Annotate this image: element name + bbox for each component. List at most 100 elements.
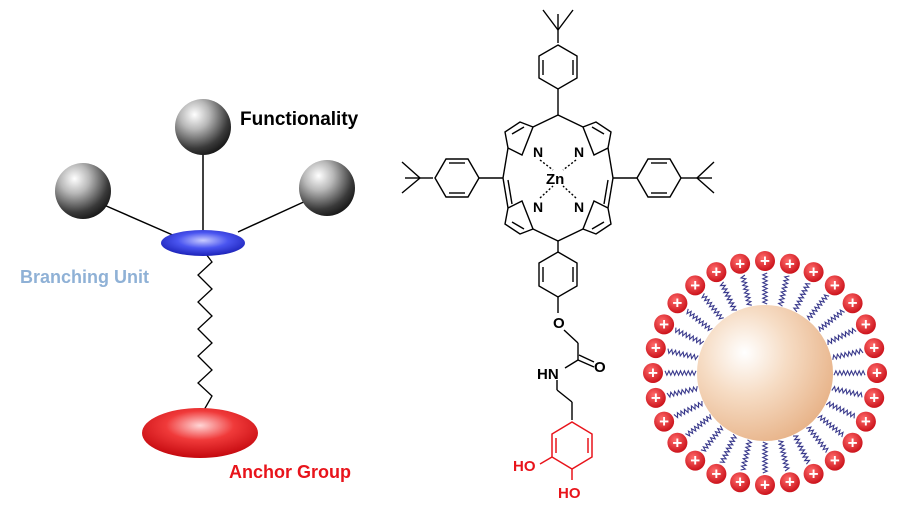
positive-charge-bead bbox=[842, 293, 863, 314]
ligand-chain bbox=[686, 308, 713, 332]
amide-nh-label: HN bbox=[537, 366, 559, 383]
positive-charge-bead bbox=[654, 314, 675, 335]
positive-charge-bead bbox=[779, 472, 800, 493]
ether-oxygen-label: O bbox=[553, 315, 565, 332]
plus-sign-icon: + bbox=[785, 473, 795, 492]
nitrogen-label-1: N bbox=[533, 144, 543, 160]
nitrogen-label-4: N bbox=[574, 199, 584, 215]
positive-charge-bead bbox=[645, 387, 666, 408]
alkyl-spacer bbox=[197, 249, 213, 411]
ligand-chain bbox=[701, 293, 724, 320]
ligand-chain bbox=[806, 294, 830, 321]
positive-charge-bead bbox=[730, 253, 751, 274]
positive-charge-bead bbox=[667, 432, 688, 453]
ligand-chain bbox=[664, 369, 697, 377]
positive-charge-bead bbox=[706, 463, 727, 484]
plus-sign-icon: + bbox=[651, 339, 661, 358]
ligand-chain bbox=[777, 275, 790, 307]
plus-sign-icon: + bbox=[659, 412, 669, 431]
ligand-chain bbox=[806, 426, 829, 453]
plus-sign-icon: + bbox=[711, 464, 721, 483]
functionality-sphere-right bbox=[299, 160, 355, 216]
charge-shell: ++++++++++++++++++++++++++++ bbox=[643, 251, 887, 495]
branching-unit-label: Branching Unit bbox=[20, 267, 149, 287]
ligand-chain bbox=[685, 414, 712, 437]
plus-sign-icon: + bbox=[690, 451, 700, 470]
plus-sign-icon: + bbox=[648, 364, 658, 383]
positive-charge-bead bbox=[864, 387, 885, 408]
nanoparticle-core bbox=[697, 305, 833, 441]
ligand-chain bbox=[827, 327, 857, 346]
atom-labels: N N N N Zn O O HN bbox=[533, 144, 606, 383]
plus-sign-icon: + bbox=[848, 433, 858, 452]
ligand-chain bbox=[777, 440, 791, 472]
plus-sign-icon: + bbox=[869, 339, 879, 358]
ligand-chain bbox=[675, 327, 705, 346]
ligand-chain bbox=[825, 400, 855, 419]
plus-sign-icon: + bbox=[735, 473, 745, 492]
ligand-chain bbox=[832, 347, 864, 361]
ligand-shell bbox=[664, 272, 866, 474]
ligand-chain bbox=[818, 309, 845, 332]
zinc-label: Zn bbox=[546, 171, 564, 188]
carbonyl-oxygen-label: O bbox=[594, 359, 606, 376]
positive-charge-bead bbox=[685, 450, 706, 471]
plus-sign-icon: + bbox=[869, 388, 879, 407]
ligand-chain bbox=[666, 385, 698, 399]
plus-sign-icon: + bbox=[760, 476, 770, 495]
hydroxyl-label-1: HO bbox=[513, 458, 536, 475]
positive-charge-bead bbox=[755, 251, 775, 271]
ligand-chain bbox=[740, 439, 753, 471]
plus-sign-icon: + bbox=[672, 294, 682, 313]
positive-charge-bead bbox=[706, 262, 727, 283]
anchor-group-ellipse bbox=[142, 408, 258, 458]
nitrogen-label-2: N bbox=[574, 144, 584, 160]
nanoparticle: ++++++++++++++++++++++++++++ bbox=[643, 251, 887, 495]
positive-charge-bead bbox=[645, 338, 666, 359]
ligand-chain bbox=[719, 281, 738, 311]
branching-unit-ellipse bbox=[161, 230, 245, 256]
plus-sign-icon: + bbox=[659, 315, 669, 334]
nitrogen-label-3: N bbox=[533, 199, 543, 215]
ligand-chain bbox=[761, 441, 769, 474]
plus-sign-icon: + bbox=[830, 451, 840, 470]
functionality-label: Functionality bbox=[240, 109, 359, 130]
ligand-chain bbox=[792, 283, 811, 313]
positive-charge-bead bbox=[685, 275, 706, 296]
plus-sign-icon: + bbox=[651, 388, 661, 407]
ligand-chain bbox=[739, 274, 753, 306]
plus-sign-icon: + bbox=[690, 276, 700, 295]
anchor-group-label: Anchor Group bbox=[229, 462, 351, 482]
positive-charge-bead bbox=[667, 293, 688, 314]
plus-sign-icon: + bbox=[861, 412, 871, 431]
positive-charge-bead bbox=[855, 314, 876, 335]
plus-sign-icon: + bbox=[809, 263, 819, 282]
catechol-group bbox=[539, 421, 593, 480]
plus-sign-icon: + bbox=[872, 364, 882, 383]
ligand-chain bbox=[673, 400, 703, 419]
stem-right bbox=[237, 199, 309, 233]
plus-sign-icon: + bbox=[809, 464, 819, 483]
ligand-chain bbox=[761, 272, 769, 305]
positive-charge-bead bbox=[855, 411, 876, 432]
ligand-chain bbox=[719, 433, 738, 463]
ligand-chain bbox=[792, 435, 811, 465]
positive-charge-bead bbox=[867, 363, 887, 383]
plus-sign-icon: + bbox=[861, 315, 871, 334]
positive-charge-bead bbox=[779, 253, 800, 274]
positive-charge-bead bbox=[803, 463, 824, 484]
stem-left bbox=[103, 204, 176, 237]
functionality-sphere-top bbox=[175, 99, 231, 155]
positive-charge-bead bbox=[730, 472, 751, 493]
plus-sign-icon: + bbox=[735, 254, 745, 273]
positive-charge-bead bbox=[864, 338, 885, 359]
ligand-chain bbox=[831, 385, 863, 398]
catechol-labels: HO HO bbox=[513, 458, 581, 502]
porphyrin-molecule bbox=[401, 9, 715, 420]
ligand-chain bbox=[817, 414, 844, 438]
positive-charge-bead bbox=[643, 363, 663, 383]
dendron-schematic: Functionality Branching Unit Anchor Grou… bbox=[20, 99, 359, 482]
plus-sign-icon: + bbox=[830, 276, 840, 295]
